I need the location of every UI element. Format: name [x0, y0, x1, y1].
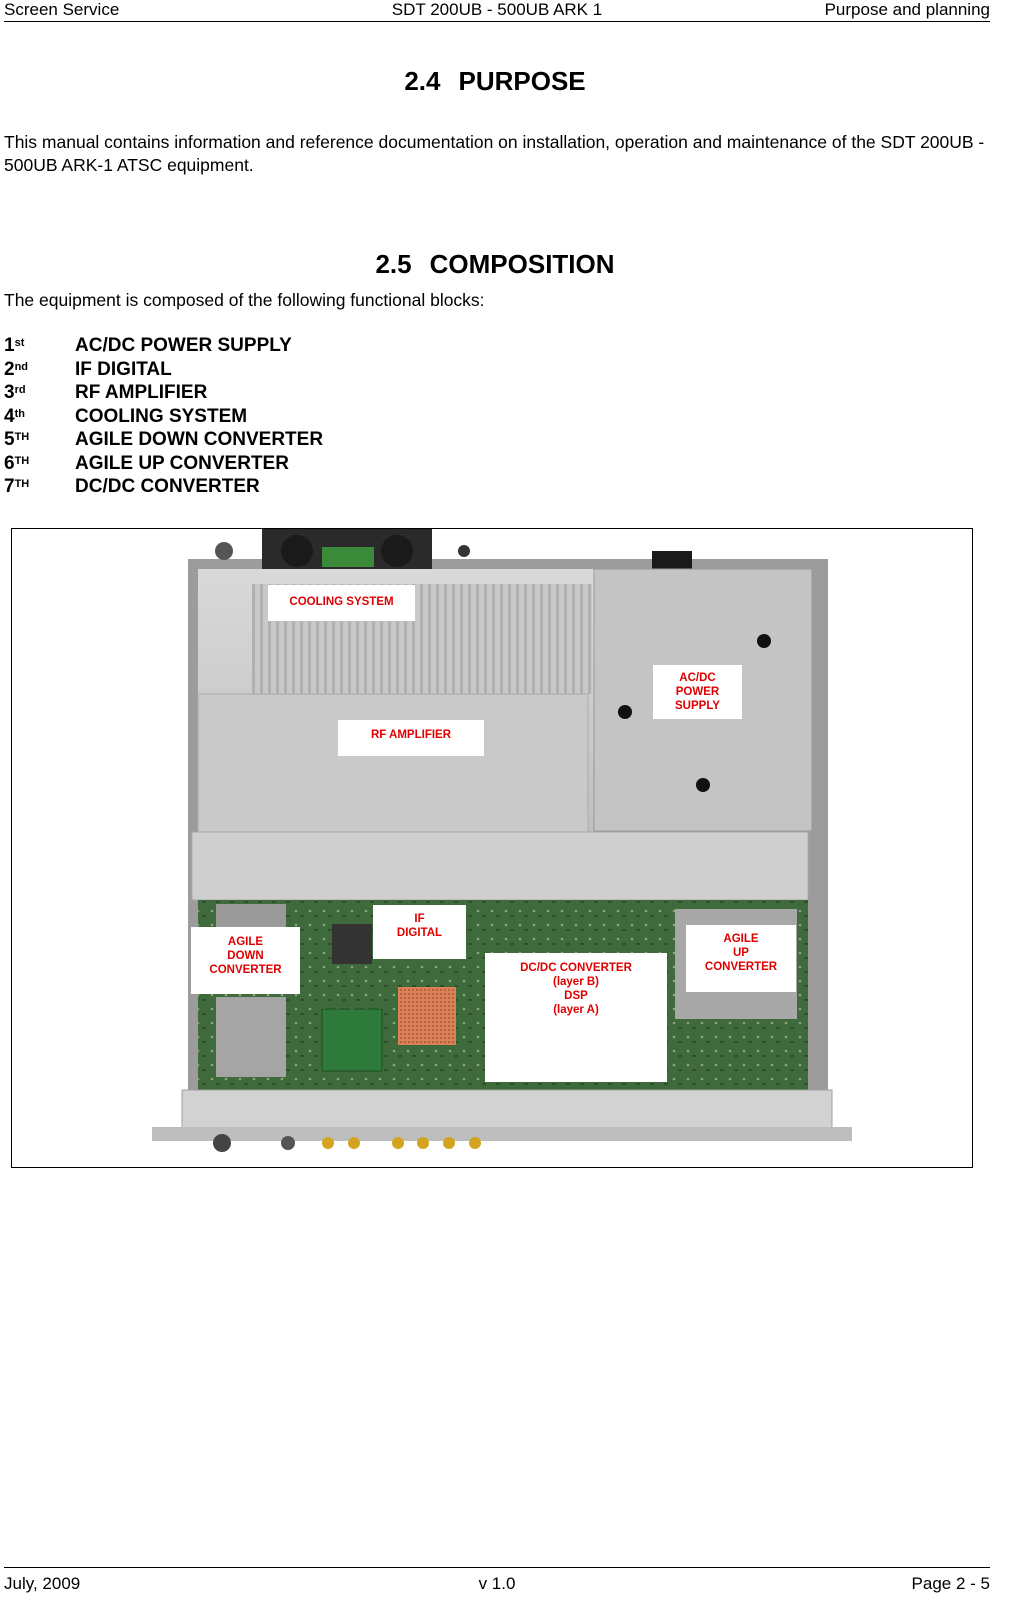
- purpose-number: 2.4: [404, 66, 441, 96]
- composition-intro: The equipment is composed of the followi…: [4, 290, 485, 310]
- block-name: COOLING SYSTEM: [75, 405, 248, 427]
- header-model: SDT 200UB - 500UB ARK 1: [391, 0, 603, 19]
- footer-page-number: Page 2 - 5: [911, 1574, 990, 1593]
- label-cooling-system: COOLING SYSTEM: [268, 585, 415, 621]
- block-name: DC/DC CONVERTER: [75, 476, 260, 497]
- block-name: AC/DC POWER SUPPLY: [75, 335, 292, 356]
- label-agile-up-converter: AGILE UP CONVERTER: [686, 925, 796, 992]
- block-name: AGILE UP CONVERTER: [75, 452, 289, 474]
- page-header: Screen Service SDT 200UB - 500UB ARK 1 P…: [4, 0, 990, 22]
- header-chapter: Purpose and planning: [824, 0, 990, 19]
- footer-date: July, 2009: [4, 1574, 81, 1593]
- block-name: AGILE DOWN CONVERTER: [75, 429, 324, 450]
- equipment-photo-figure: COOLING SYSTEM AC/DC POWER SUPPLY RF AMP…: [11, 528, 973, 1168]
- page-footer: July, 2009 v 1.0 Page 2 - 5: [4, 1567, 990, 1598]
- composition-heading: 2.5 COMPOSITION: [0, 249, 990, 280]
- purpose-text: This manual contains information and ref…: [4, 132, 985, 175]
- cross-cover-plate: [191, 831, 809, 901]
- composition-title: COMPOSITION: [429, 249, 615, 279]
- purpose-title: PURPOSE: [458, 66, 586, 96]
- footer-version: v 1.0: [478, 1574, 516, 1593]
- label-rf-amplifier: RF AMPLIFIER: [338, 720, 484, 756]
- composition-number: 2.5: [375, 249, 412, 279]
- label-acdc-power-supply: AC/DC POWER SUPPLY: [653, 665, 742, 719]
- header-company: Screen Service: [4, 0, 120, 19]
- block-name: RF AMPLIFIER: [75, 382, 208, 403]
- block-name: IF DIGITAL: [75, 358, 172, 380]
- label-agile-down-converter: AGILE DOWN CONVERTER: [191, 927, 300, 994]
- purpose-heading: 2.4 PURPOSE: [0, 66, 990, 97]
- dsp-heatsink: [398, 987, 456, 1045]
- label-if-digital: IF DIGITAL: [373, 905, 466, 959]
- label-dcdc-converter-dsp: DC/DC CONVERTER (layer B) DSP (layer A): [485, 953, 667, 1082]
